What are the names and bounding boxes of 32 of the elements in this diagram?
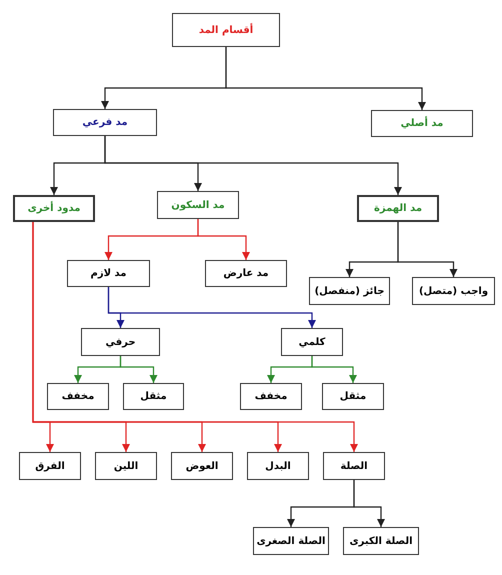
category-box: مد لازم [67, 260, 150, 287]
category-box: مخفف [47, 383, 109, 410]
category-box: مدود أخرى [13, 195, 95, 222]
arrow [104, 136, 402, 195]
category-box: الفرق [19, 452, 81, 480]
arrow [353, 480, 385, 527]
category-box: مثقل [322, 383, 384, 410]
category-box: مخفف [240, 383, 302, 410]
arrow [311, 356, 357, 383]
category-box: مد فرعي [53, 109, 157, 136]
category-box: أقسام المد [172, 13, 280, 47]
category-box: مد عارض [205, 260, 287, 287]
category-box: حرفي [81, 328, 160, 356]
category-box: مد السكون [157, 191, 239, 219]
category-box: مثقل [123, 383, 184, 410]
arrow [225, 47, 426, 110]
category-box: واجب (متصل) [412, 277, 495, 305]
arrow [197, 219, 250, 260]
category-box: الصلة الكبرى [343, 527, 419, 555]
category-box: الصلة الصغرى [253, 527, 329, 555]
arrow [32, 222, 358, 452]
category-box: مد أصلي [371, 110, 473, 137]
category-box: اللين [95, 452, 157, 480]
arrow [397, 222, 458, 277]
arrow [120, 356, 158, 383]
category-box: الصلة [323, 452, 385, 480]
category-box: البدل [247, 452, 309, 480]
category-box: جائز (منفصل) [309, 277, 390, 305]
arrow [108, 287, 316, 328]
category-box: العوض [171, 452, 233, 480]
category-box: كلمي [281, 328, 343, 356]
category-box: مد الهمزة [357, 195, 439, 222]
